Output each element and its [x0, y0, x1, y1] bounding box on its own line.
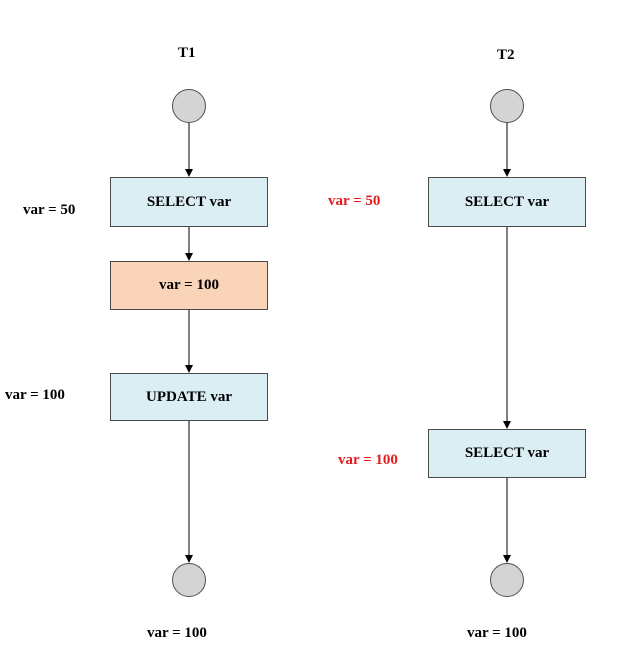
- t2-first-select-step-text: SELECT var: [464, 193, 550, 210]
- t1-title: T1: [178, 45, 196, 61]
- t2-label-before-second-select: var = 100: [338, 452, 398, 468]
- t1-label-before-select: var = 50: [23, 202, 76, 218]
- t1-update-step-text: UPDATE var: [146, 388, 232, 405]
- t1-select-step-text: SELECT var: [146, 193, 232, 210]
- t1-label-before-update: var = 100: [5, 387, 65, 403]
- t1-start-node: [172, 89, 206, 123]
- t1-end-label: var = 100: [147, 625, 207, 641]
- t1-assign-step-text: var = 100: [159, 277, 219, 293]
- t1-end-node: [172, 563, 206, 597]
- t2-start-node: [490, 89, 524, 123]
- t2-first-select-step: SELECT var: [428, 177, 586, 227]
- t2-end-label: var = 100: [467, 625, 527, 641]
- t2-title: T2: [497, 47, 515, 63]
- t2-end-node: [490, 563, 524, 597]
- t1-select-step: SELECT var: [110, 177, 268, 227]
- t1-update-step: UPDATE var: [110, 373, 268, 421]
- t2-label-before-first-select: var = 50: [328, 193, 381, 209]
- t2-second-select-step: SELECT var: [428, 429, 586, 478]
- t2-second-select-step-text: SELECT var: [464, 445, 550, 461]
- t1-assign-step: var = 100: [110, 261, 268, 310]
